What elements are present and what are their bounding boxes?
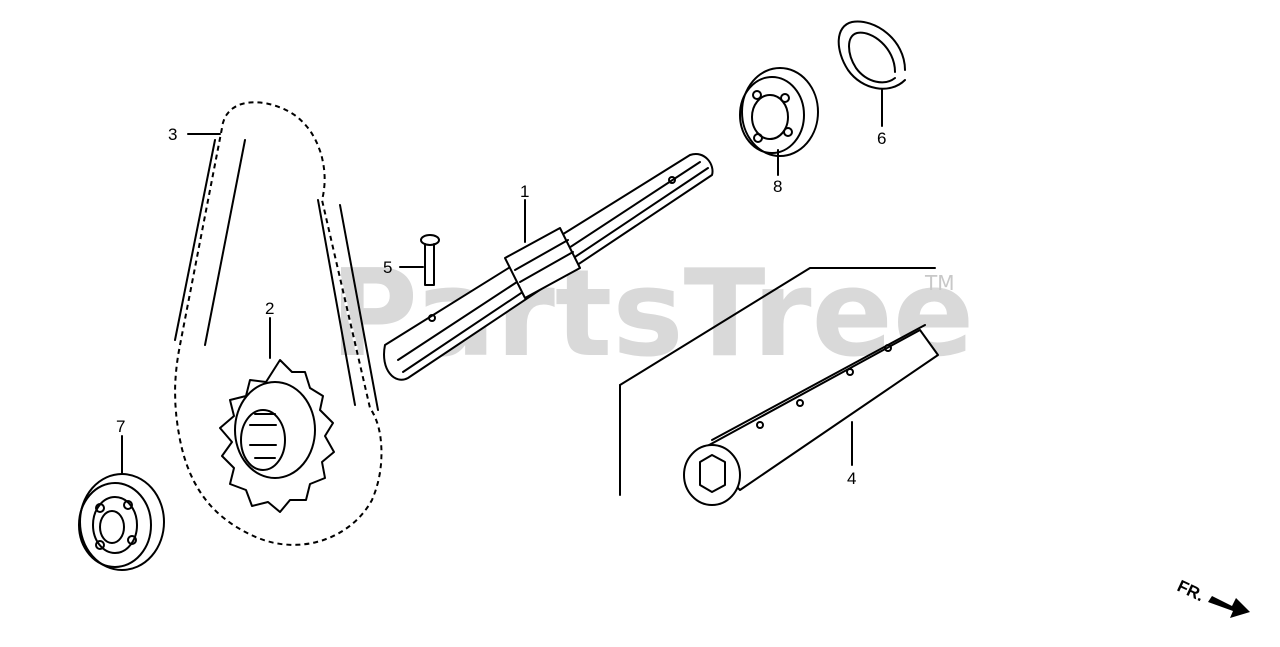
hex-tube [619, 267, 939, 506]
front-label: FR. [1174, 576, 1207, 605]
callout-2: 2 [265, 299, 274, 318]
callout-1: 1 [520, 182, 529, 201]
callout-8: 8 [773, 177, 782, 196]
callout-4: 4 [847, 469, 856, 488]
roller-chain [173, 100, 383, 547]
pin [420, 234, 440, 286]
shaft [383, 153, 714, 381]
snap-ring [837, 20, 906, 90]
leader-lines [121, 89, 883, 475]
sprocket [219, 359, 335, 513]
bearing-right [739, 67, 819, 157]
callout-5: 5 [383, 258, 392, 277]
watermark-trademark: TM [924, 271, 954, 295]
bearing-left [78, 473, 165, 571]
callout-6: 6 [877, 129, 886, 148]
callouts: 1 2 3 4 5 6 7 8 [116, 125, 886, 488]
callout-7: 7 [116, 417, 125, 436]
front-direction-indicator: FR. [1174, 576, 1250, 618]
arrow-right-icon [1208, 596, 1250, 618]
callout-3: 3 [168, 125, 177, 144]
